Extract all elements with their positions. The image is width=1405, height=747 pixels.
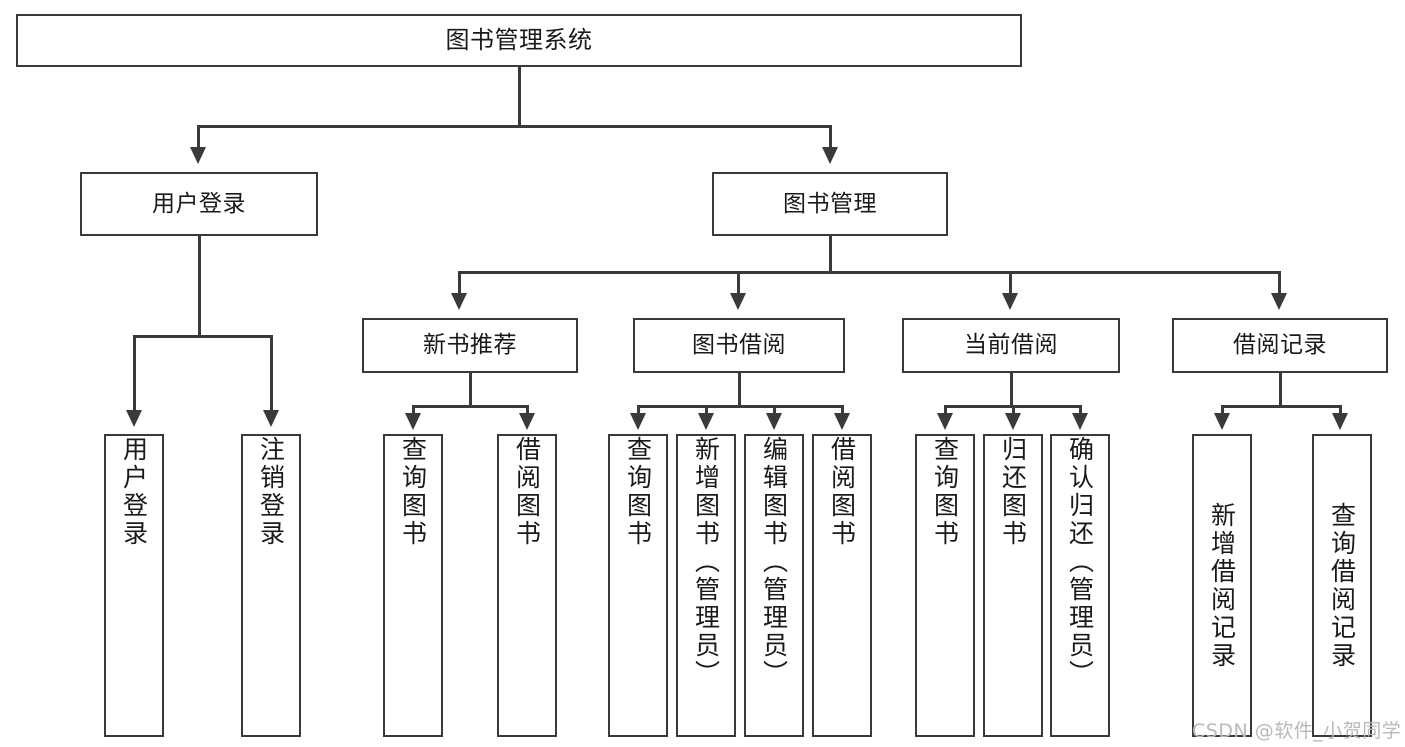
arrow-bb-borrow — [834, 413, 850, 430]
arrow-new-book — [451, 293, 467, 310]
connector-drop-cb-query — [944, 405, 947, 413]
leaf-cb-confirm-return[interactable]: 确认归还（管理员） — [1050, 434, 1110, 737]
leaf-bb-borrow-book[interactable]: 借阅图书 — [812, 434, 872, 737]
leaf-bb-query-book[interactable]: 查询图书 — [608, 434, 668, 737]
connector-drop-leaf-user-login — [133, 335, 136, 410]
node-current-borrow[interactable]: 当前借阅 — [902, 318, 1120, 373]
connector-drop-bb-query — [637, 405, 640, 413]
node-label: 查询图书 — [398, 436, 428, 548]
leaf-br-add-record[interactable]: 新增借阅记录 — [1192, 434, 1252, 737]
arrow-leaf-user-login — [126, 410, 142, 427]
connector-drop-br-add — [1221, 405, 1224, 413]
leaf-nb-query-book[interactable]: 查询图书 — [383, 434, 443, 737]
node-book-management[interactable]: 图书管理 — [712, 172, 948, 236]
connector-drop-book-borrow — [737, 271, 740, 293]
leaf-user-login[interactable]: 用户登录 — [104, 434, 164, 737]
arrow-nb-borrow — [519, 413, 535, 430]
node-label: 图书管理 — [783, 190, 877, 217]
connector-drop-nb-query — [412, 405, 415, 413]
node-user-login[interactable]: 用户登录 — [80, 172, 318, 236]
arrow-cb-confirm — [1072, 413, 1088, 430]
arrow-book-mgmt — [822, 147, 838, 164]
leaf-bb-add-book[interactable]: 新增图书（管理员） — [676, 434, 736, 737]
arrow-borrow-record — [1271, 293, 1287, 310]
leaf-cb-return-book[interactable]: 归还图书 — [983, 434, 1043, 737]
node-book-borrow[interactable]: 图书借阅 — [633, 318, 845, 373]
node-label: 用户登录 — [119, 436, 149, 548]
connector-borrow-record-bus — [1221, 405, 1341, 408]
arrow-nb-query — [405, 413, 421, 430]
connector-drop-book-mgmt — [829, 125, 832, 147]
node-label: 借阅图书 — [512, 436, 542, 548]
node-label: 借阅图书 — [827, 436, 857, 548]
leaf-bb-edit-book[interactable]: 编辑图书（管理员） — [744, 434, 804, 737]
arrow-cb-query — [937, 413, 953, 430]
connector-root-bus — [197, 125, 831, 128]
connector-drop-leaf-logout — [270, 335, 273, 410]
node-label: 新书推荐 — [423, 332, 517, 359]
node-new-book-recommend[interactable]: 新书推荐 — [362, 318, 578, 373]
connector-new-book-bus — [412, 405, 528, 408]
connector-borrow-record-stem — [1279, 373, 1282, 405]
connector-drop-new-book — [458, 271, 461, 293]
node-label: 图书借阅 — [692, 332, 786, 359]
node-borrow-record[interactable]: 借阅记录 — [1172, 318, 1388, 373]
node-label: 查询图书 — [930, 436, 960, 548]
connector-new-book-stem — [469, 373, 472, 405]
connector-user-login-stem — [198, 236, 201, 335]
connector-drop-cb-return — [1012, 405, 1015, 413]
node-label: 新增图书（管理员） — [691, 436, 721, 688]
connector-drop-bb-borrow — [841, 405, 844, 413]
connector-drop-br-query — [1339, 405, 1342, 413]
connector-drop-current-borrow — [1009, 271, 1012, 293]
csdn-watermark: CSDN @软件_小贺同学 — [1192, 720, 1402, 742]
connector-book-borrow-bus — [637, 405, 841, 408]
node-label: 用户登录 — [152, 190, 246, 217]
arrow-leaf-logout — [263, 410, 279, 427]
node-label: 当前借阅 — [964, 332, 1058, 359]
connector-book-borrow-stem — [738, 373, 741, 405]
arrow-br-query — [1332, 413, 1348, 430]
node-label: 借阅记录 — [1233, 332, 1327, 359]
node-label: 图书管理系统 — [445, 25, 593, 54]
connector-drop-user-login — [197, 125, 200, 147]
leaf-nb-borrow-book[interactable]: 借阅图书 — [497, 434, 557, 737]
arrow-user-login — [190, 147, 206, 164]
arrow-current-borrow — [1002, 293, 1018, 310]
arrow-br-add — [1214, 413, 1230, 430]
leaf-cb-query-book[interactable]: 查询图书 — [915, 434, 975, 737]
node-label: 新增借阅记录 — [1207, 501, 1237, 670]
node-label: 归还图书 — [998, 436, 1028, 548]
arrow-cb-return — [1005, 413, 1021, 430]
leaf-logout[interactable]: 注销登录 — [241, 434, 301, 737]
node-label: 查询借阅记录 — [1327, 501, 1357, 670]
connector-root-stem — [518, 67, 521, 125]
node-root-system[interactable]: 图书管理系统 — [16, 14, 1022, 67]
connector-book-mgmt-stem — [829, 236, 832, 271]
node-label: 确认归还（管理员） — [1065, 436, 1095, 688]
connector-drop-borrow-record — [1278, 271, 1281, 293]
connector-drop-bb-edit — [773, 405, 776, 413]
connector-drop-cb-confirm — [1079, 405, 1082, 413]
connector-book-mgmt-bus — [458, 271, 1280, 274]
node-label: 注销登录 — [256, 436, 286, 548]
node-label: 查询图书 — [623, 436, 653, 548]
arrow-bb-edit — [766, 413, 782, 430]
connector-drop-bb-add — [705, 405, 708, 413]
connector-drop-nb-borrow — [526, 405, 529, 413]
arrow-bb-query — [630, 413, 646, 430]
arrow-book-borrow — [730, 293, 746, 310]
arrow-bb-add — [698, 413, 714, 430]
leaf-br-query-record[interactable]: 查询借阅记录 — [1312, 434, 1372, 737]
node-label: 编辑图书（管理员） — [759, 436, 789, 688]
connector-current-borrow-stem — [1010, 373, 1013, 405]
connector-user-login-bus — [133, 335, 272, 338]
